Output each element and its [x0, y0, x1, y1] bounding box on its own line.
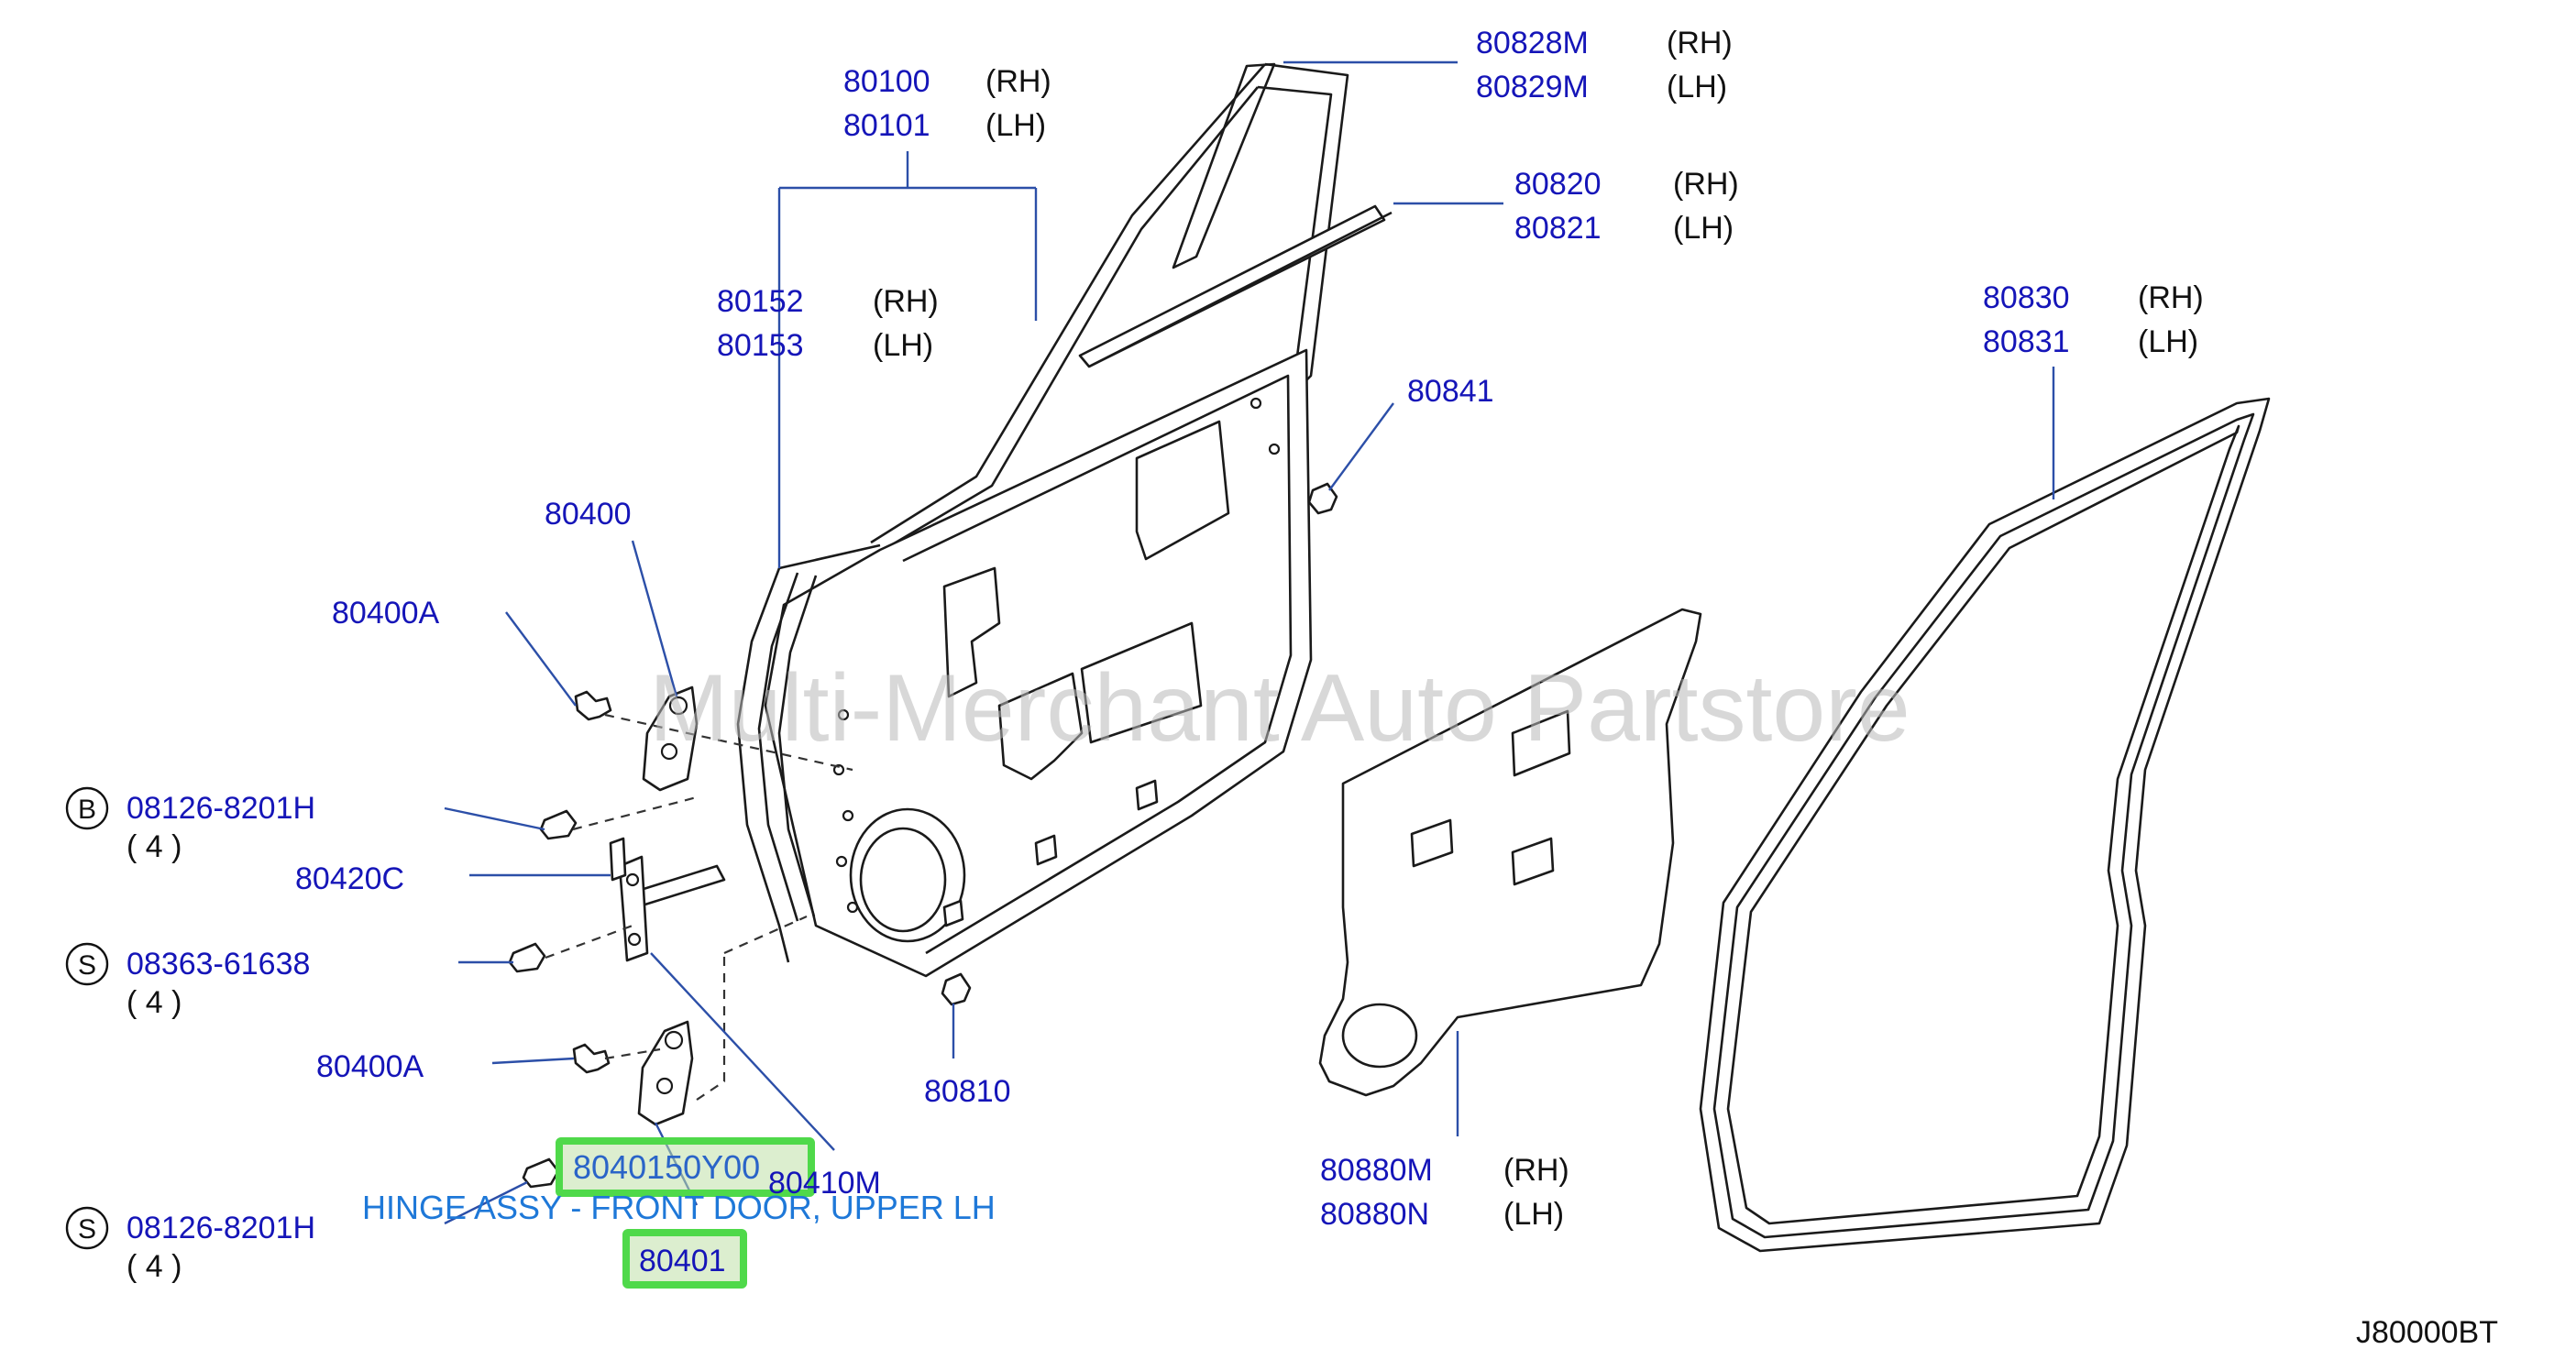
check-link-drawing [618, 855, 726, 962]
label-80829M-side: (LH) [1667, 70, 1727, 104]
plug-80841-drawing [1307, 482, 1338, 515]
label-80841[interactable]: 80841 [1407, 374, 1494, 409]
circled-s1-letter: S [78, 950, 96, 981]
label-08126-bottom-qty: ( 4 ) [127, 1249, 182, 1284]
highlight-box-80401 [622, 1229, 747, 1289]
label-80420C[interactable]: 80420C [295, 861, 404, 896]
circled-b-icon [65, 786, 109, 830]
label-80100-side: (RH) [985, 64, 1051, 99]
label-80820[interactable]: 80820 [1514, 167, 1602, 202]
door-shell-drawing [764, 62, 1393, 978]
label-80401[interactable]: 80401 [639, 1244, 726, 1278]
label-80831[interactable]: 80831 [1983, 324, 2070, 359]
label-80828M[interactable]: 80828M [1476, 26, 1589, 60]
label-80410M[interactable]: 80410M [768, 1166, 881, 1201]
circled-s1-icon [65, 942, 109, 986]
label-80821-side: (LH) [1673, 211, 1734, 246]
dashed-mount-lines [545, 713, 853, 1101]
label-80820-side: (RH) [1673, 167, 1739, 202]
label-80153[interactable]: 80153 [717, 328, 804, 363]
label-08126-top[interactable]: 08126-8201H [127, 791, 315, 826]
weatherstrip-drawing [1699, 397, 2271, 1253]
upper-hinge-drawing [574, 685, 699, 792]
label-80880N-side: (LH) [1503, 1197, 1564, 1232]
label-80101[interactable]: 80101 [843, 108, 930, 143]
highlight-part-number[interactable]: 8040150Y00 [573, 1148, 760, 1186]
watermark-text: Multi-Merchant Auto Partstore [649, 655, 1910, 762]
bolts-drawing [508, 809, 578, 1189]
label-08363-qty: ( 4 ) [127, 985, 182, 1020]
label-80830-side: (RH) [2138, 280, 2204, 315]
label-80101-side: (LH) [985, 108, 1046, 143]
highlight-box-main [556, 1137, 815, 1197]
label-80400A-top[interactable]: 80400A [332, 596, 440, 631]
circled-s2-icon [65, 1206, 109, 1250]
door-stop-80420C-drawing [609, 837, 627, 882]
label-80152-side: (RH) [873, 284, 939, 319]
highlight-description: HINGE ASSY - FRONT DOOR, UPPER LH [362, 1189, 996, 1226]
hinge-pillar-drawing [736, 543, 881, 963]
label-80810[interactable]: 80810 [924, 1074, 1011, 1109]
label-08363[interactable]: 08363-61638 [127, 947, 310, 982]
circled-s2-letter: S [78, 1214, 96, 1245]
label-80828M-side: (RH) [1667, 26, 1733, 60]
trim-panel-drawing [1318, 608, 1702, 1097]
label-80821[interactable]: 80821 [1514, 211, 1602, 246]
label-80880M-side: (RH) [1503, 1153, 1569, 1188]
label-08126-bottom[interactable]: 08126-8201H [127, 1211, 315, 1245]
label-08126-top-qty: ( 4 ) [127, 829, 182, 864]
label-80831-side: (LH) [2138, 324, 2198, 359]
label-80880N[interactable]: 80880N [1320, 1197, 1429, 1232]
plug-80810-drawing [941, 972, 972, 1006]
diagram-code: J80000BT [2356, 1315, 2498, 1350]
label-80880M[interactable]: 80880M [1320, 1153, 1433, 1188]
label-80400[interactable]: 80400 [545, 497, 632, 532]
label-80152[interactable]: 80152 [717, 284, 804, 319]
label-80830[interactable]: 80830 [1983, 280, 2070, 315]
label-80400A-bottom[interactable]: 80400A [316, 1049, 424, 1084]
label-80153-side: (LH) [873, 328, 933, 363]
leader-lines [444, 60, 2055, 1225]
label-80829M[interactable]: 80829M [1476, 70, 1589, 104]
lower-hinge-drawing [572, 1020, 694, 1126]
label-80100[interactable]: 80100 [843, 64, 930, 99]
circled-b-letter: B [78, 795, 96, 825]
